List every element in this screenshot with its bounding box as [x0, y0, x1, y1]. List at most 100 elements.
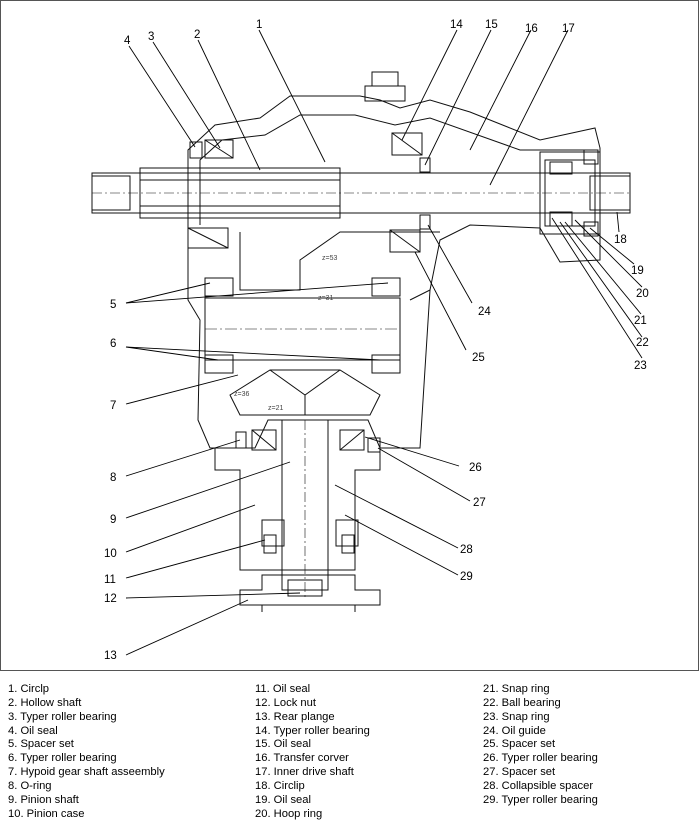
legend-item: 23. Snap ring: [483, 710, 550, 723]
spacer-27: [367, 437, 381, 453]
callout-4: 4: [124, 35, 131, 47]
bearing-29-left: [261, 519, 285, 547]
legend-item: 26. Typer roller bearing: [483, 752, 598, 765]
legend-item: 7. Hypoid gear shaft asseembly: [8, 766, 165, 779]
callout-10: 10: [104, 548, 117, 560]
callout-16: 16: [525, 23, 538, 35]
legend-item: 8. O-ring: [8, 779, 52, 792]
diagram-frame: [0, 0, 699, 671]
gear-housing: [239, 231, 440, 291]
legend-item: 13. Rear plange: [255, 710, 335, 723]
upper-housing-inner: [199, 114, 585, 225]
bearing-5-right: [371, 277, 401, 297]
upper-housing-outline: [187, 95, 601, 301]
gear-label-z31: z=31: [318, 295, 333, 302]
oil-seal-11-right: [341, 534, 355, 554]
legend-item: 17. Inner drive shaft: [255, 766, 354, 779]
callout-13: 13: [104, 650, 117, 662]
callout-23: 23: [634, 360, 647, 372]
callout-5: 5: [110, 299, 116, 311]
callout-20: 20: [636, 288, 649, 300]
legend-item: 5. Spacer set: [8, 738, 74, 751]
callout-6: 6: [110, 338, 116, 350]
legend-item: 16. Transfer corver: [255, 752, 349, 765]
callout-1: 1: [256, 19, 262, 31]
bearing-4-upper: [189, 141, 203, 159]
bearing-3-upper: [204, 139, 234, 159]
legend-item: 21. Snap ring: [483, 683, 550, 695]
rear-flange: [239, 574, 381, 606]
right-cover-plate: [539, 151, 601, 235]
legend-item: 28. Collapsible spacer: [483, 779, 594, 792]
legend-item: 18. Circlip: [255, 779, 305, 792]
top-boss: [364, 85, 406, 102]
legend-item: 29. Typer roller bearing: [483, 793, 598, 806]
callout-12: 12: [104, 593, 117, 605]
gear-label-z21: z=21: [268, 405, 283, 412]
legend-item: 19. Oil seal: [255, 793, 311, 806]
shaft-left-end: [91, 175, 131, 211]
shaft-right-end: [589, 175, 631, 211]
legend-item: 1. Circlp: [8, 683, 50, 695]
top-boss-inner: [371, 71, 399, 87]
callout-11: 11: [104, 574, 116, 586]
gear-label-z36: z=36: [234, 391, 249, 398]
seal-15-upper: [419, 157, 431, 173]
o-ring: [235, 431, 247, 449]
bearing-6-right: [371, 354, 401, 374]
bearing-25: [389, 229, 421, 253]
seal-19-top: [583, 149, 599, 165]
legend-item: 10. Pinion case: [8, 807, 85, 820]
legend-item: 2. Hollow shaft: [8, 696, 82, 709]
callout-24: 24: [478, 306, 491, 318]
gear-label-z53: z=53: [322, 255, 337, 262]
legend-column-3: 21. Snap ring 22. Ball bearing 23. Snap …: [483, 683, 598, 808]
hollow-shaft: [139, 167, 341, 219]
legend-item: 15. Oil seal: [255, 738, 311, 751]
oil-seal-11: [263, 534, 277, 554]
callout-27: 27: [473, 497, 486, 509]
legend-item: 11. Oil seal: [255, 683, 311, 695]
callout-17: 17: [562, 23, 575, 35]
bearing-14: [391, 132, 423, 156]
callout-3: 3: [148, 31, 154, 43]
callout-25: 25: [472, 352, 485, 364]
callout-14: 14: [450, 19, 463, 31]
bearing-22-top: [549, 161, 573, 175]
callout-21: 21: [634, 315, 647, 327]
callout-15: 15: [485, 19, 498, 31]
legend-column-2: 11. Oil seal 12. Lock nut 13. Rear plang…: [255, 683, 370, 821]
callout-19: 19: [631, 265, 644, 277]
callout-2: 2: [194, 29, 200, 41]
callout-9: 9: [110, 514, 116, 526]
legend-column-1: 1. Circlp 2. Hollow shaft 3. Typer rolle…: [8, 683, 165, 821]
legend-item: 25. Spacer set: [483, 738, 556, 751]
bearing-26-left: [251, 429, 277, 451]
mid-housing-outline: [187, 230, 431, 449]
seal-15-lower: [419, 214, 431, 230]
legend-item: 22. Ball bearing: [483, 696, 561, 709]
legend-item: 4. Oil seal: [8, 724, 58, 737]
legend-item: 6. Typer roller bearing: [8, 752, 117, 765]
legend-item: 24. Oil guide: [483, 724, 546, 737]
legend-item: 27. Spacer set: [483, 766, 556, 779]
callout-18: 18: [614, 234, 627, 246]
lock-nut: [287, 579, 323, 597]
bearing-6-left: [204, 354, 234, 374]
bearing-26-right: [339, 429, 365, 451]
callout-8: 8: [110, 472, 116, 484]
callout-22: 22: [636, 337, 649, 349]
transfer-case-diagram: 1 2 3 4 5 6 7 8 9 10 11 12 13 14 15 16 1…: [91, 19, 649, 662]
pinion-case: [214, 448, 381, 571]
legend-item: 14. Typer roller bearing: [255, 724, 370, 737]
bearing-29-right: [335, 519, 359, 547]
legend-item: 9. Pinion shaft: [8, 793, 79, 806]
callout-28: 28: [460, 544, 473, 556]
callout-7: 7: [110, 400, 116, 412]
bearing-22: [549, 211, 573, 227]
bearing-5-left: [204, 277, 234, 297]
legend-item: 20. Hoop ring: [255, 807, 323, 820]
legend-item: 12. Lock nut: [255, 696, 316, 709]
legend-item: 3. Typer roller bearing: [8, 710, 117, 723]
callout-29: 29: [460, 571, 473, 583]
